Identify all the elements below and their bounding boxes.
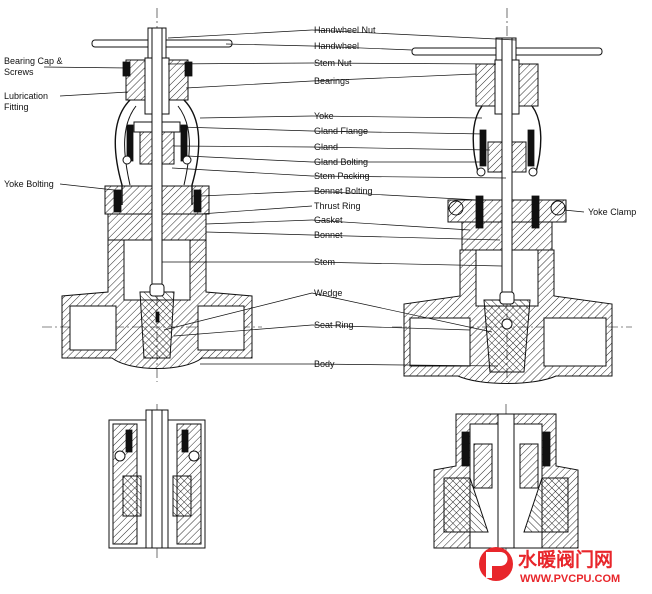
label-handwheel: Handwheel bbox=[314, 41, 359, 51]
label-yoke-clamp: Yoke Clamp bbox=[588, 207, 636, 217]
label-lubrication-line1: Lubrication bbox=[4, 91, 48, 101]
label-wedge: Wedge bbox=[314, 288, 342, 298]
label-bonnet-bolting: Bonnet Bolting bbox=[314, 186, 373, 196]
label-thrust-ring: Thrust Ring bbox=[314, 201, 361, 211]
label-bearing-cap-line1: Bearing Cap & bbox=[4, 56, 63, 66]
watermark-logo-icon bbox=[479, 547, 513, 581]
label-bearings: Bearings bbox=[314, 76, 350, 86]
right-lower-section-view bbox=[433, 404, 579, 560]
watermark-site-name: 水暖阀门网 bbox=[518, 548, 613, 571]
label-bonnet: Bonnet bbox=[314, 230, 343, 240]
left-valve-drawing bbox=[42, 8, 262, 382]
label-stem-packing: Stem Packing bbox=[314, 171, 370, 181]
watermark: 水暖阀门网 WWW.PVCPU.COM bbox=[479, 547, 620, 585]
label-handwheel-nut: Handwheel Nut bbox=[314, 25, 376, 35]
label-yoke: Yoke bbox=[314, 111, 334, 121]
label-seat-ring: Seat Ring bbox=[314, 320, 354, 330]
label-lubrication-line2: Fitting bbox=[4, 102, 29, 112]
label-stem-nut: Stem Nut bbox=[314, 58, 352, 68]
part-labels: Handwheel Nut Handwheel Stem Nut Bearing… bbox=[4, 25, 636, 369]
label-bearing-cap-line2: Screws bbox=[4, 67, 34, 77]
label-gland-bolting: Gland Bolting bbox=[314, 157, 368, 167]
label-yoke-bolting: Yoke Bolting bbox=[4, 179, 54, 189]
left-lower-section-view bbox=[108, 404, 206, 560]
label-body: Body bbox=[314, 359, 335, 369]
label-stem: Stem bbox=[314, 257, 335, 267]
label-gasket: Gasket bbox=[314, 215, 343, 225]
watermark-site-url: WWW.PVCPU.COM bbox=[520, 573, 620, 585]
leader-lines bbox=[43, 29, 585, 367]
label-gland-flange: Gland Flange bbox=[314, 126, 368, 136]
label-gland: Gland bbox=[314, 142, 338, 152]
right-valve-drawing bbox=[392, 8, 632, 384]
